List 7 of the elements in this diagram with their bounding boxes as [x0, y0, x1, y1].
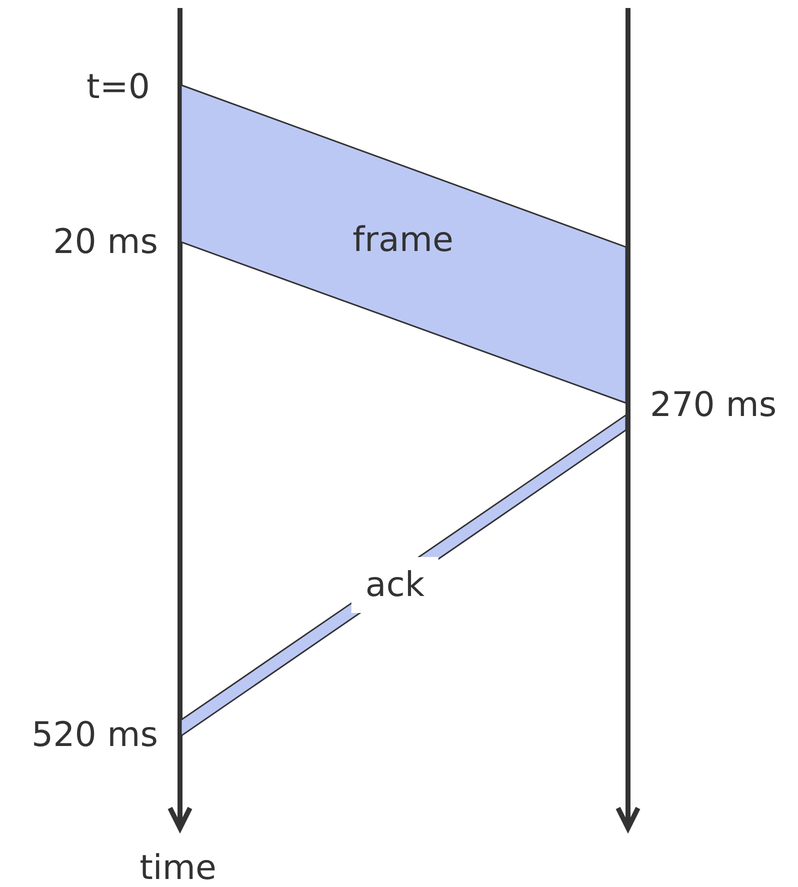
time-mark-label: t=0	[86, 67, 150, 107]
band-label: frame	[352, 220, 454, 260]
time-mark-label: 520 ms	[31, 715, 158, 755]
axis-label: time	[140, 848, 216, 887]
time-mark-label: 270 ms	[650, 385, 777, 425]
time-mark-label: 20 ms	[53, 222, 158, 262]
band-label: ack	[351, 557, 439, 613]
